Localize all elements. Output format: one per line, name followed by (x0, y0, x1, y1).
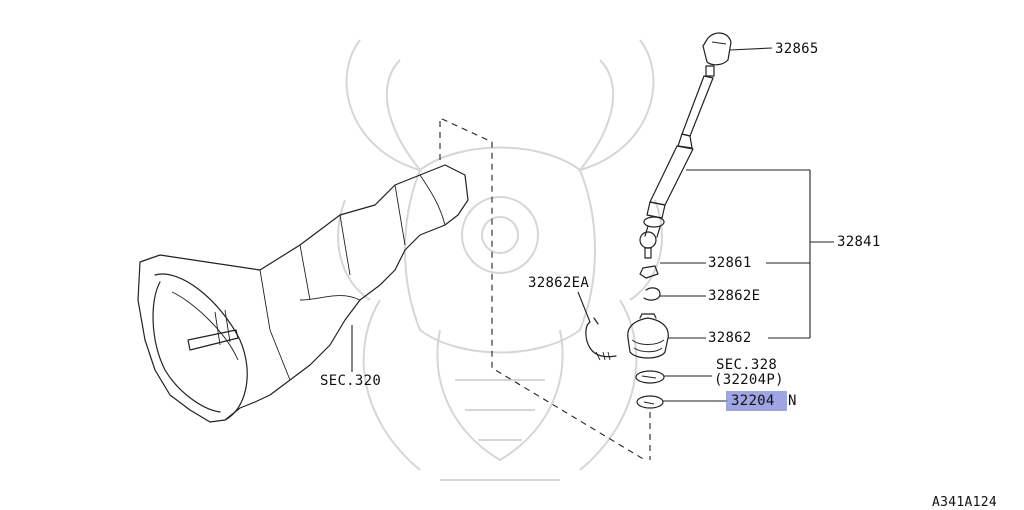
label-32861[interactable]: 32861 (708, 255, 752, 271)
figure-code: A341A124 (932, 495, 998, 510)
watermark-logo (337, 39, 663, 481)
label-sec-320[interactable]: SEC.320 (320, 373, 382, 389)
label-32204-suffix: N (788, 393, 797, 409)
transmission-drawing (137, 164, 469, 423)
shift-lever-drawing (585, 32, 732, 409)
label-32204P[interactable]: (32204P) (714, 372, 784, 388)
label-32865[interactable]: 32865 (775, 41, 819, 57)
highlight-box-32204 (726, 391, 787, 411)
alignment-lines (439, 117, 651, 461)
leader-lines (577, 47, 834, 402)
label-32841[interactable]: 32841 (837, 234, 881, 250)
label-32862EA[interactable]: 32862EA (528, 275, 590, 291)
label-32862[interactable]: 32862 (708, 330, 752, 346)
label-32204[interactable]: 32204 (731, 393, 775, 409)
label-32862E[interactable]: 32862E (708, 288, 761, 304)
label-sec-328[interactable]: SEC.328 (716, 357, 778, 373)
